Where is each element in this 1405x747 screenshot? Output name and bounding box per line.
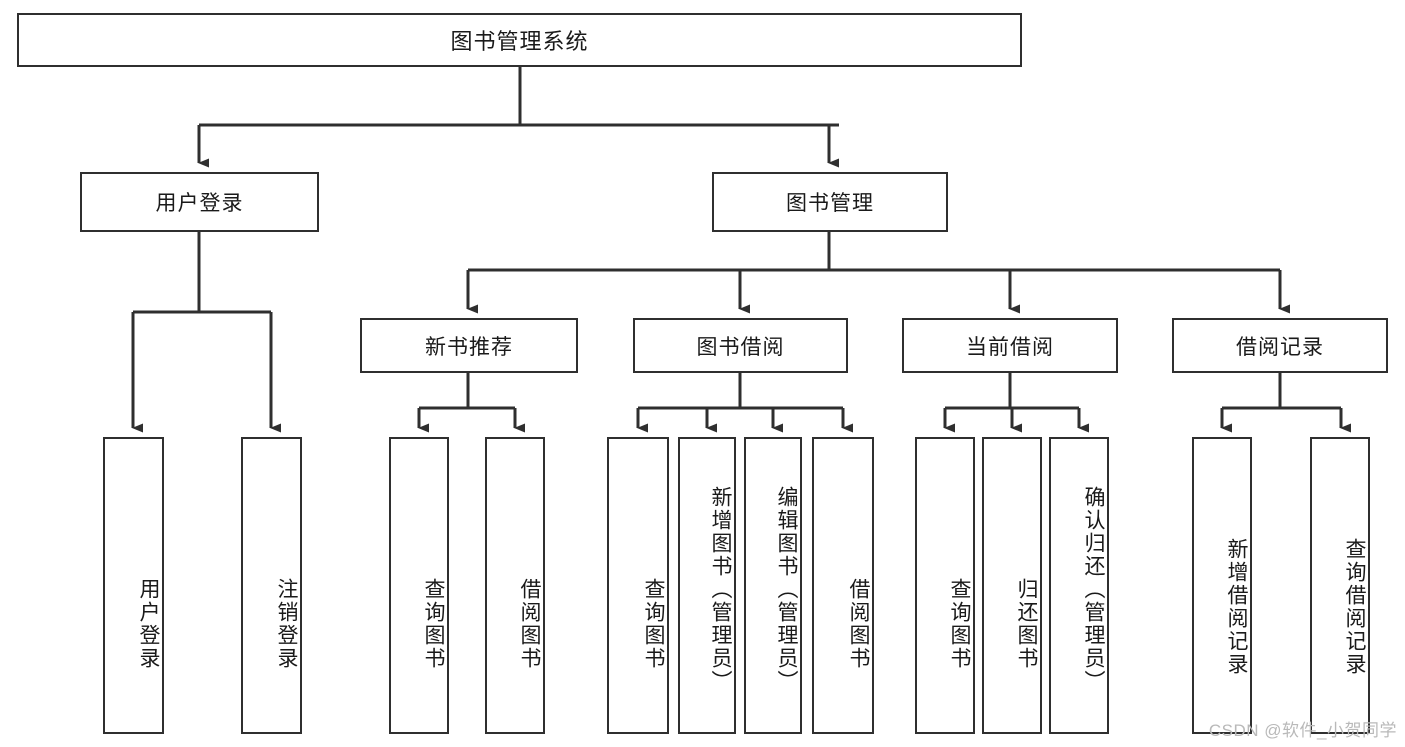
node-current-borrow[interactable]: 当前借阅 <box>902 318 1118 373</box>
leaf-user-login-label: 用户登录 <box>137 577 160 670</box>
node-new-book-rec-label: 新书推荐 <box>425 335 513 359</box>
node-book-borrow-label: 图书借阅 <box>696 335 785 359</box>
leaf-rec-borrow[interactable]: 借阅图书 <box>485 437 545 734</box>
node-book-manage[interactable]: 图书管理 <box>712 172 948 232</box>
leaf-rec-borrow-label: 借阅图书 <box>518 577 541 670</box>
leaf-rec-query-label: 查询图书 <box>422 577 445 670</box>
node-root[interactable]: 图书管理系统 <box>17 13 1022 67</box>
leaf-bb-borrow-label: 借阅图书 <box>847 577 870 670</box>
node-borrow-record[interactable]: 借阅记录 <box>1172 318 1388 373</box>
leaf-cb-confirm-label: 确认归还（管理员） <box>1082 486 1105 693</box>
node-current-borrow-label: 当前借阅 <box>966 335 1054 359</box>
leaf-rec-query[interactable]: 查询图书 <box>389 437 449 734</box>
node-book-manage-label: 图书管理 <box>786 192 874 215</box>
leaf-cb-query[interactable]: 查询图书 <box>915 437 975 734</box>
leaf-bb-query-label: 查询图书 <box>642 577 665 670</box>
leaf-br-query-label: 查询借阅记录 <box>1343 537 1366 676</box>
leaf-bb-edit-label: 编辑图书（管理员） <box>775 486 798 693</box>
leaf-cb-query-label: 查询图书 <box>948 577 971 670</box>
leaf-bb-add-label: 新增图书（管理员） <box>709 486 732 693</box>
leaf-user-logout[interactable]: 注销登录 <box>241 437 302 734</box>
node-user-login[interactable]: 用户登录 <box>80 172 319 232</box>
watermark: CSDN @软件_小贺同学 <box>1208 721 1397 740</box>
leaf-br-add-label: 新增借阅记录 <box>1225 537 1248 676</box>
leaf-cb-return-label: 归还图书 <box>1015 577 1038 670</box>
node-new-book-rec[interactable]: 新书推荐 <box>360 318 578 373</box>
leaf-bb-add[interactable]: 新增图书（管理员） <box>678 437 736 734</box>
leaf-bb-edit[interactable]: 编辑图书（管理员） <box>744 437 802 734</box>
node-user-login-label: 用户登录 <box>155 192 244 215</box>
leaf-user-login[interactable]: 用户登录 <box>103 437 164 734</box>
leaf-br-query[interactable]: 查询借阅记录 <box>1310 437 1370 734</box>
node-book-borrow[interactable]: 图书借阅 <box>633 318 848 373</box>
leaf-cb-return[interactable]: 归还图书 <box>982 437 1042 734</box>
leaf-user-logout-label: 注销登录 <box>275 577 298 670</box>
leaf-cb-confirm[interactable]: 确认归还（管理员） <box>1049 437 1109 734</box>
node-borrow-record-label: 借阅记录 <box>1236 335 1324 359</box>
node-root-label: 图书管理系统 <box>450 29 589 54</box>
leaf-bb-borrow[interactable]: 借阅图书 <box>812 437 874 734</box>
leaf-bb-query[interactable]: 查询图书 <box>607 437 669 734</box>
leaf-br-add[interactable]: 新增借阅记录 <box>1192 437 1252 734</box>
